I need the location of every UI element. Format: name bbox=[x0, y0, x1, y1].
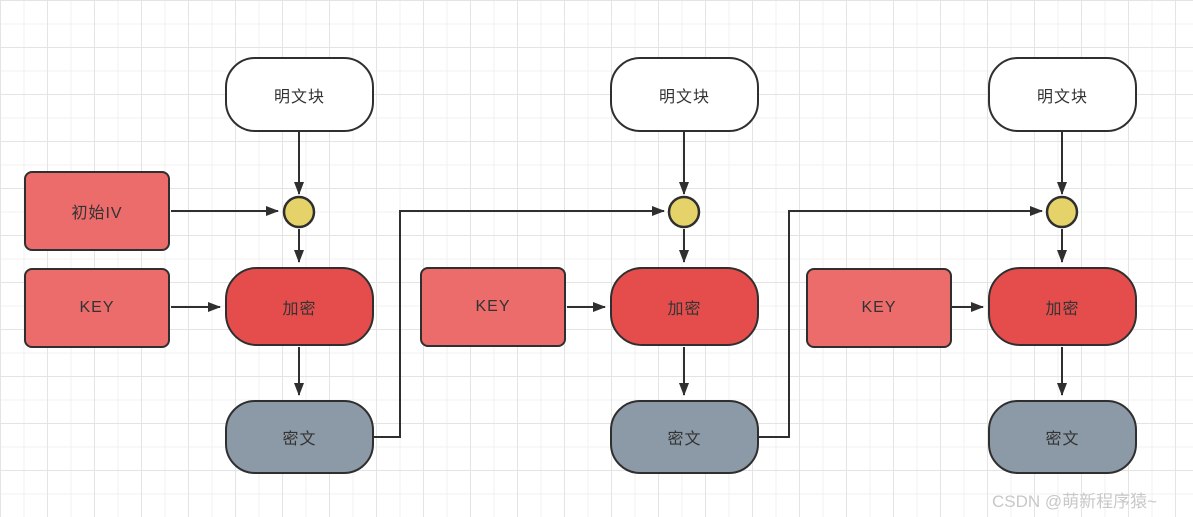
watermark-text: CSDN @萌新程序猿~ bbox=[992, 492, 1158, 511]
key-block-3: KEY bbox=[806, 268, 952, 348]
xor-node-1 bbox=[282, 195, 316, 229]
encrypt-block-3: 加密 bbox=[988, 267, 1137, 346]
cipher-block-3: 密文 bbox=[988, 400, 1137, 474]
encrypt-block-2: 加密 bbox=[610, 267, 759, 346]
plaintext-block-2: 明文块 bbox=[610, 57, 759, 132]
plaintext-block-1: 明文块 bbox=[225, 57, 374, 132]
cipher-block-1: 密文 bbox=[225, 400, 374, 474]
iv-block: 初始IV bbox=[24, 171, 170, 251]
xor-node-3 bbox=[1045, 195, 1079, 229]
xor-node-2 bbox=[667, 195, 701, 229]
encrypt-block-1: 加密 bbox=[225, 267, 374, 346]
cipher-block-2: 密文 bbox=[610, 400, 759, 474]
plaintext-block-3: 明文块 bbox=[988, 57, 1137, 132]
key-block-1: KEY bbox=[24, 268, 170, 348]
key-block-2: KEY bbox=[420, 267, 566, 347]
